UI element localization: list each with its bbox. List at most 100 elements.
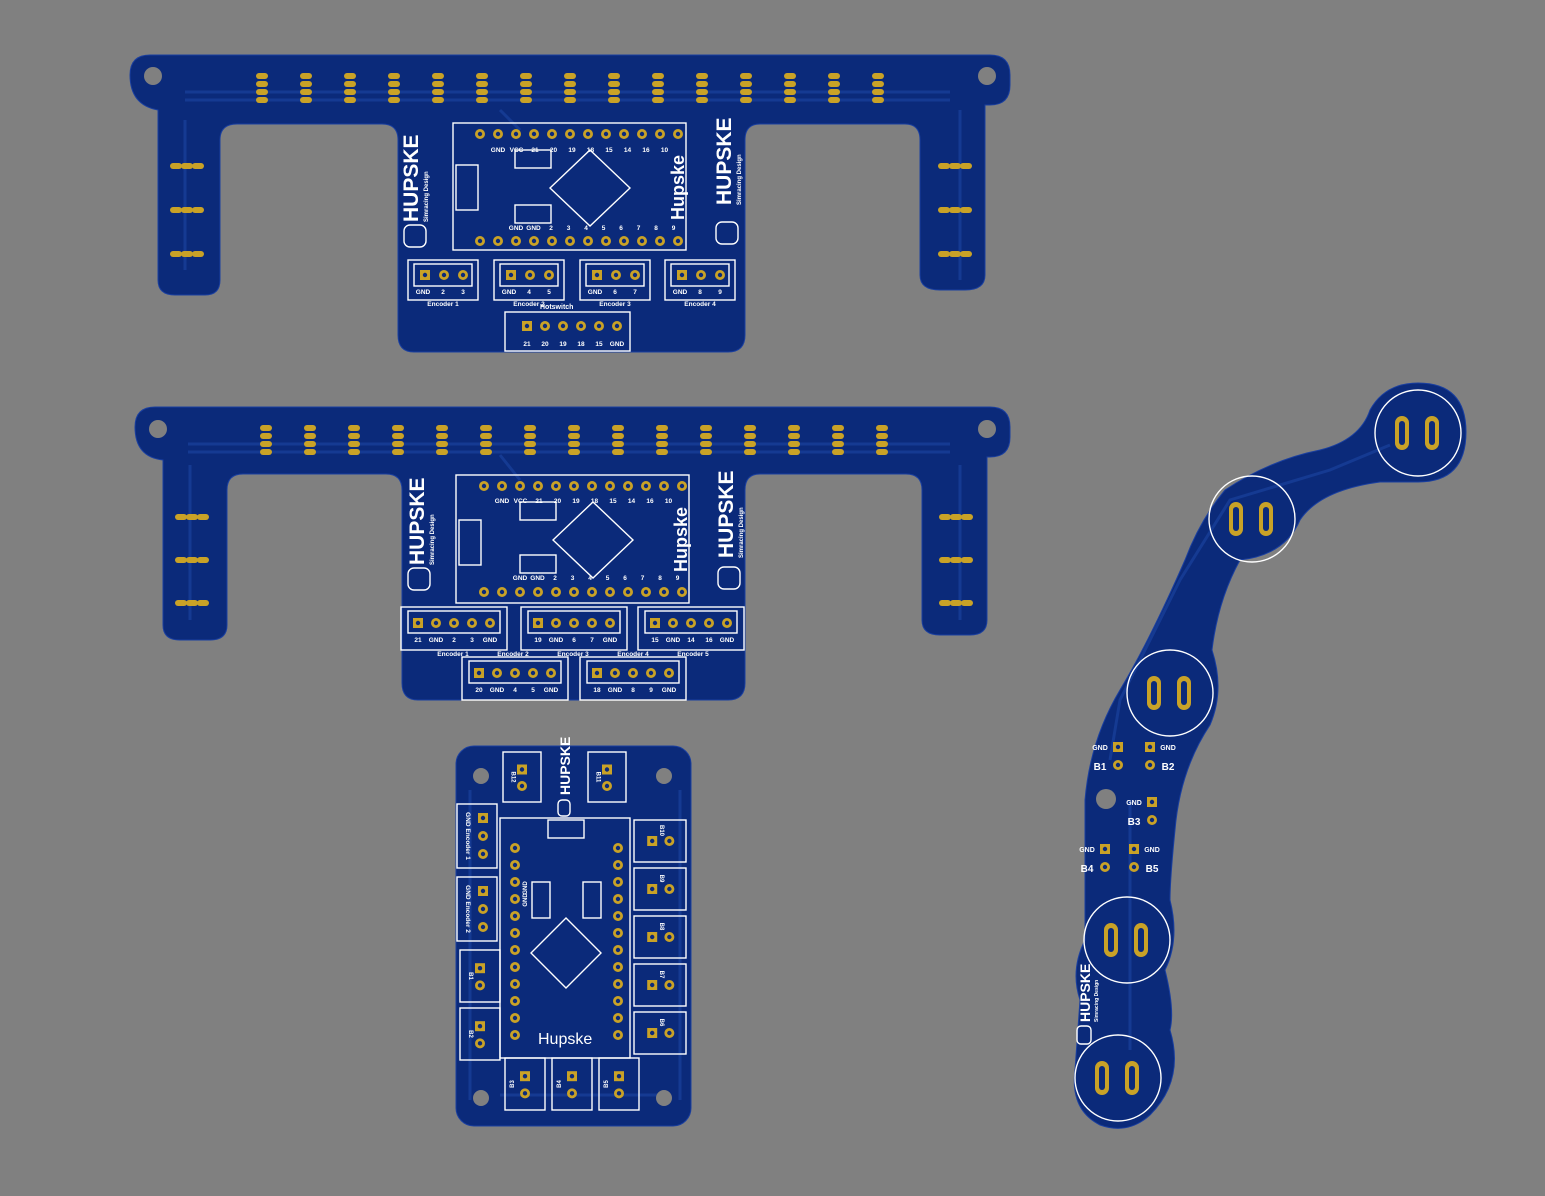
connector-outline <box>456 876 498 942</box>
solder-pad <box>432 81 444 87</box>
mcu-chip-outline <box>548 149 632 227</box>
pin-hole <box>476 670 482 676</box>
pin-hole <box>527 272 533 278</box>
pin-hole <box>480 888 486 894</box>
solder-pad <box>348 425 360 431</box>
pin-label: 15 <box>595 341 603 348</box>
pin-hole <box>535 589 541 595</box>
pin-hole <box>569 1091 575 1096</box>
connector-label: Encoder 2 <box>513 301 545 308</box>
pin-label: 5 <box>602 225 606 232</box>
button-label: B7 <box>658 971 664 979</box>
solder-pad <box>348 433 360 439</box>
solder-pad <box>564 89 576 95</box>
encoder-connector: GND Encoder 1 <box>456 803 498 869</box>
solder-pad <box>876 441 888 447</box>
pin-hole <box>567 238 573 244</box>
pin-label: 6 <box>572 637 576 644</box>
pin-label: VCC <box>514 498 528 505</box>
pin-hole <box>512 1015 518 1021</box>
solder-pad <box>872 97 884 103</box>
pin-hole <box>615 947 621 953</box>
solder-pad <box>348 449 360 455</box>
pin-hole <box>615 879 621 885</box>
pin-hole <box>612 670 618 676</box>
solder-pad <box>568 449 580 455</box>
solder-pad <box>432 97 444 103</box>
pin-hole <box>517 589 523 595</box>
pin-hole <box>480 924 486 930</box>
push-button-footprint <box>1083 896 1171 984</box>
solder-pad <box>181 207 193 213</box>
pin-hole <box>512 913 518 919</box>
pin-hole <box>513 131 519 137</box>
button-pads-d <box>1074 389 1462 1122</box>
hupske-mark-icon <box>717 566 741 590</box>
usb-port-outline <box>455 164 479 211</box>
solder-pad <box>436 441 448 447</box>
solder-pad <box>788 441 800 447</box>
pin-hole <box>688 620 694 626</box>
pin-hole <box>615 896 621 902</box>
connector-outline <box>579 259 651 301</box>
pin-label: 19 <box>534 637 542 644</box>
button-label: B10 <box>658 825 664 837</box>
solder-pad <box>260 433 272 439</box>
pin-hole <box>553 620 559 626</box>
hupske-logo-left-a: HUPSKE Simracing Design <box>400 134 430 222</box>
solder-pad <box>304 449 316 455</box>
solder-pad <box>480 449 492 455</box>
pin-hole <box>639 238 645 244</box>
pin-hole <box>650 886 655 892</box>
solder-pad <box>938 251 950 257</box>
usb-port-outline <box>458 519 482 566</box>
solder-pad <box>304 425 316 431</box>
pin-label: 3 <box>571 575 575 582</box>
connector-outline <box>587 751 627 803</box>
solder-pad <box>568 425 580 431</box>
pin-label: 15 <box>609 498 617 505</box>
button-connector: B5 <box>598 1057 640 1111</box>
pin-label: GND <box>588 289 603 296</box>
pin-hole <box>607 620 613 626</box>
pin-label: 5 <box>531 687 535 694</box>
solder-pad <box>652 73 664 79</box>
pin-label: GND <box>502 289 517 296</box>
gnd-label: GND <box>1079 847 1095 854</box>
pin-hole <box>667 982 672 988</box>
pin-label: GND <box>495 498 510 505</box>
gnd-label: GND <box>1126 800 1142 807</box>
pin-hole <box>585 238 591 244</box>
led-pad-row-a <box>256 73 884 103</box>
solder-pad <box>960 163 972 169</box>
button-label: B4 <box>557 1080 563 1088</box>
pin-label: 4 <box>588 575 592 582</box>
pin-label: 19 <box>572 498 580 505</box>
pin-hole <box>567 131 573 137</box>
pin-hole <box>512 964 518 970</box>
solder-pad <box>480 441 492 447</box>
pin-hole <box>513 238 519 244</box>
pin-hole <box>657 131 663 137</box>
pin-hole <box>549 238 555 244</box>
pin-hole <box>560 323 566 329</box>
solder-pad <box>344 89 356 95</box>
pin-hole <box>607 589 613 595</box>
side-pad-columns-a <box>170 163 972 257</box>
solder-pad <box>828 81 840 87</box>
logo-text: HUPSKE <box>713 117 736 205</box>
pin-hole <box>487 620 493 626</box>
solder-pad <box>938 163 950 169</box>
button-connector: B7 <box>633 963 687 1007</box>
button-connector: B1 <box>459 949 501 1003</box>
pin-label: GND <box>610 341 625 348</box>
connector-housing <box>644 610 738 634</box>
connector-label: Encoder 5 <box>677 651 709 658</box>
